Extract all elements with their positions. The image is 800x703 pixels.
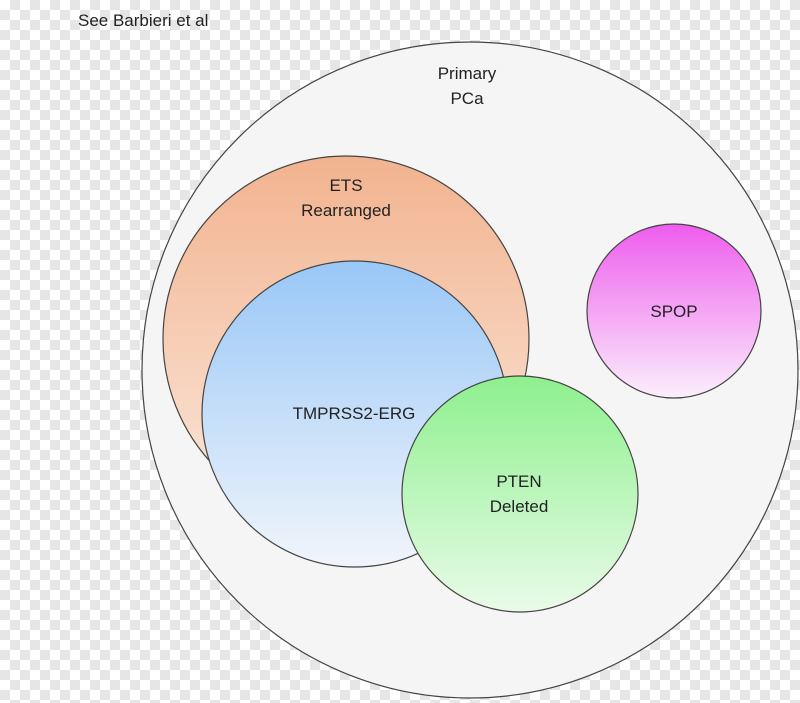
primary-pca-label-line2: PCa <box>450 89 484 108</box>
spop-label: SPOP <box>650 302 697 321</box>
pten-deleted-circle <box>401 375 639 613</box>
primary-pca-label-line1: Primary <box>438 64 497 83</box>
pten-deleted-label-line1: PTEN <box>496 472 541 491</box>
ets-rearranged-label-line1: ETS <box>329 176 362 195</box>
tmprss2-erg-label: TMPRSS2-ERG <box>293 404 416 423</box>
pten-deleted-label-line2: Deleted <box>490 497 549 516</box>
ets-rearranged-label-line2: Rearranged <box>301 201 391 220</box>
source-note: See Barbieri et al <box>78 11 209 30</box>
spop-circle <box>586 223 762 399</box>
